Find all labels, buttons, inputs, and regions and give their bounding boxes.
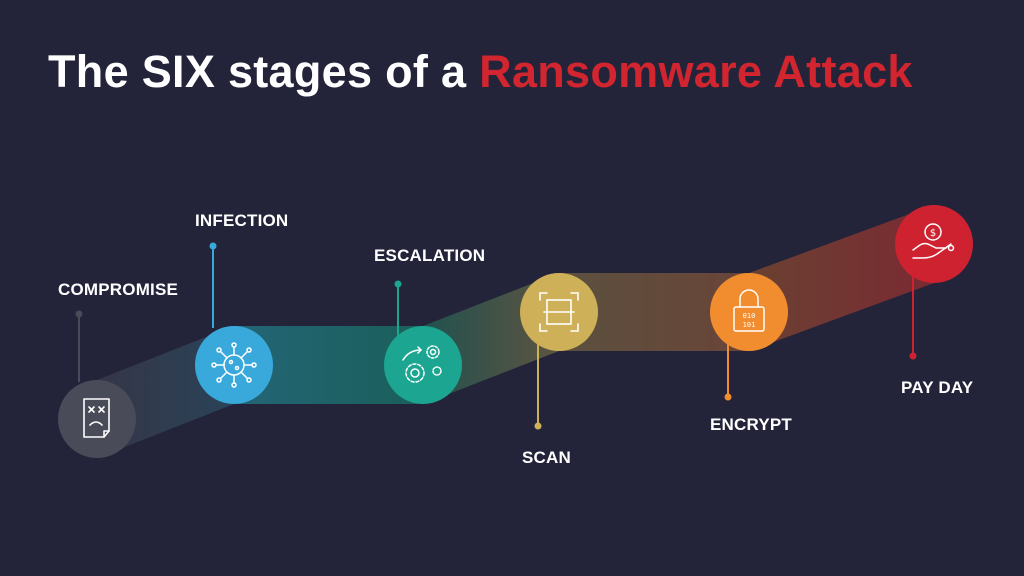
stage-escalation: [384, 326, 462, 404]
connector-infection: [209, 242, 217, 328]
stage-infection: [195, 326, 273, 404]
scan-icon: [539, 292, 579, 332]
connector-scan: [534, 344, 542, 430]
svg-text:101: 101: [743, 321, 756, 329]
stage-label-infection: INFECTION: [195, 211, 289, 230]
document-sad-icon: [83, 398, 110, 438]
stage-label-escalation: ESCALATION: [374, 246, 486, 265]
stage-label-compromise: COMPROMISE: [58, 280, 179, 299]
gears-icon: [402, 345, 442, 383]
stage-label-scan: SCAN: [522, 448, 571, 467]
connector-payday: [909, 272, 917, 360]
virus-icon: [211, 342, 257, 388]
svg-text:010: 010: [743, 312, 756, 320]
stage-scan: [520, 273, 598, 351]
title-prefix: The SIX stages of a: [48, 46, 480, 97]
svg-text:$: $: [930, 228, 936, 239]
lock-binary-icon: 010 101: [733, 289, 765, 332]
connector-escalation: [394, 280, 402, 336]
title-highlight: Ransomware Attack: [479, 46, 913, 97]
stage-label-encrypt: ENCRYPT: [710, 415, 793, 434]
page-title: The SIX stages of a Ransomware Attack: [48, 46, 913, 98]
stage-label-payday: PAY DAY: [901, 378, 974, 397]
stage-compromise: [58, 380, 136, 458]
money-hand-icon: $: [912, 223, 955, 259]
connector-encrypt: [724, 340, 732, 401]
stage-payday: $: [895, 205, 973, 283]
band-encrypt-payday: [749, 205, 934, 351]
stage-encrypt: 010 101: [710, 273, 788, 351]
connector-compromise: [75, 310, 83, 382]
